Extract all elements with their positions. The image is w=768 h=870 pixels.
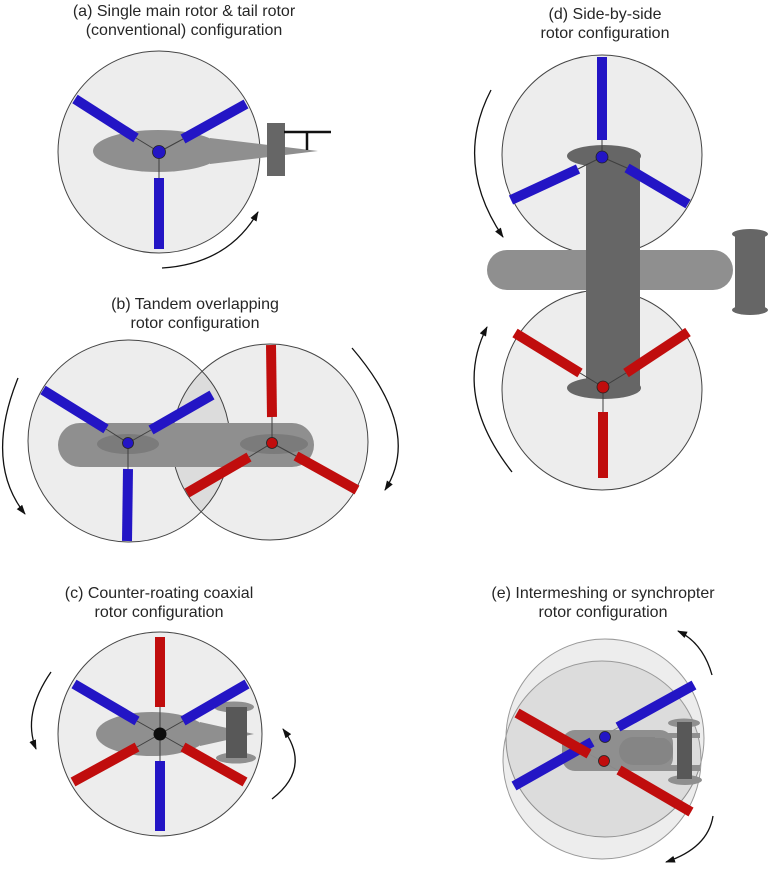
panel-e-title: (e) Intermeshing or synchropter rotor co… — [443, 584, 763, 622]
rotor-blade-blue — [180, 99, 249, 144]
rotor-blade-blue — [122, 468, 133, 542]
panel-a-title-line1: (a) Single main rotor & tail rotor — [72, 3, 296, 20]
panel-a-diagram — [57, 50, 331, 269]
panel-b-diagram — [1, 339, 399, 543]
rotor-blade-red — [70, 742, 140, 787]
rotor-blade-blue — [72, 94, 139, 143]
panel-e-title-line1: (e) Intermeshing or synchropter — [491, 585, 715, 602]
rotor-blade-blue — [624, 163, 691, 209]
panel-a-title: (a) Single main rotor & tail rotor (conv… — [24, 2, 344, 40]
rotation-arrow — [351, 347, 399, 491]
rotor-hub-blue — [122, 437, 134, 449]
tail-fin — [735, 233, 765, 311]
rotor-blade-red — [293, 451, 360, 495]
rotor-hub-blue — [599, 731, 611, 743]
tail-fin-cap — [732, 229, 768, 239]
panel-c-title-line1: (c) Counter-roating coaxial — [64, 585, 254, 602]
rotor-blade-red — [512, 328, 583, 378]
rotor-hub-coaxial — [153, 727, 167, 741]
rotation-arrow — [29, 671, 52, 750]
panel-d-title-line1: (d) Side-by-side — [548, 6, 662, 23]
panel-d-title-line2: rotor configuration — [540, 25, 670, 42]
panel-a-title-line2: (conventional) configuration — [85, 22, 283, 39]
rotor-blade-red — [266, 344, 277, 418]
tail-fin-cap — [732, 305, 768, 315]
tailplane-tip — [668, 775, 702, 785]
rotation-arrow — [271, 728, 296, 800]
rotor-pylon — [586, 153, 640, 391]
rotation-arrow — [474, 89, 504, 238]
rotor-hub-blue — [152, 145, 166, 159]
panel-b-title-line1: (b) Tandem overlapping — [111, 296, 279, 313]
rotor-blade-red — [180, 742, 248, 787]
rotor-hub-blue — [595, 150, 609, 164]
panel-e-diagram — [502, 630, 714, 863]
panel-c-title-line2: rotor configuration — [94, 604, 224, 621]
rotation-arrow — [1, 377, 26, 515]
rotor-blade-blue — [180, 679, 250, 726]
rotor-blade-red — [623, 327, 691, 378]
rotor-blade-blue — [71, 679, 140, 726]
rotor-blade-red — [514, 708, 592, 759]
rotor-blade-red — [184, 452, 252, 498]
tail-boom — [210, 138, 318, 164]
tail-fin — [677, 722, 692, 779]
panel-e-title-line2: rotor configuration — [538, 604, 668, 621]
panel-c-diagram — [29, 631, 296, 837]
rotor-blade-blue — [40, 385, 109, 434]
tail-fin — [267, 123, 285, 176]
rotor-blade-red — [616, 765, 694, 817]
rotation-arrow — [473, 326, 513, 473]
panel-c-title: (c) Counter-roating coaxial rotor config… — [0, 584, 319, 622]
rotation-arrow — [161, 211, 259, 269]
rotor-blade-blue — [508, 164, 581, 205]
fuselage-cabin — [619, 737, 673, 765]
rotation-arrow — [665, 815, 714, 863]
panel-d-title: (d) Side-by-side rotor configuration — [445, 5, 765, 43]
rotor-blade-blue — [148, 390, 215, 435]
tail-fin — [226, 707, 247, 758]
rotation-arrow — [677, 630, 713, 676]
panel-b-title: (b) Tandem overlapping rotor configurati… — [35, 295, 355, 333]
panel-b-title-line2: rotor configuration — [130, 315, 260, 332]
panel-d-diagram — [473, 54, 768, 491]
rotor-blade-blue — [615, 680, 697, 732]
rotor-hub-red — [596, 380, 610, 394]
rotor-hub-red — [266, 437, 278, 449]
rotor-hub-red — [598, 755, 610, 767]
